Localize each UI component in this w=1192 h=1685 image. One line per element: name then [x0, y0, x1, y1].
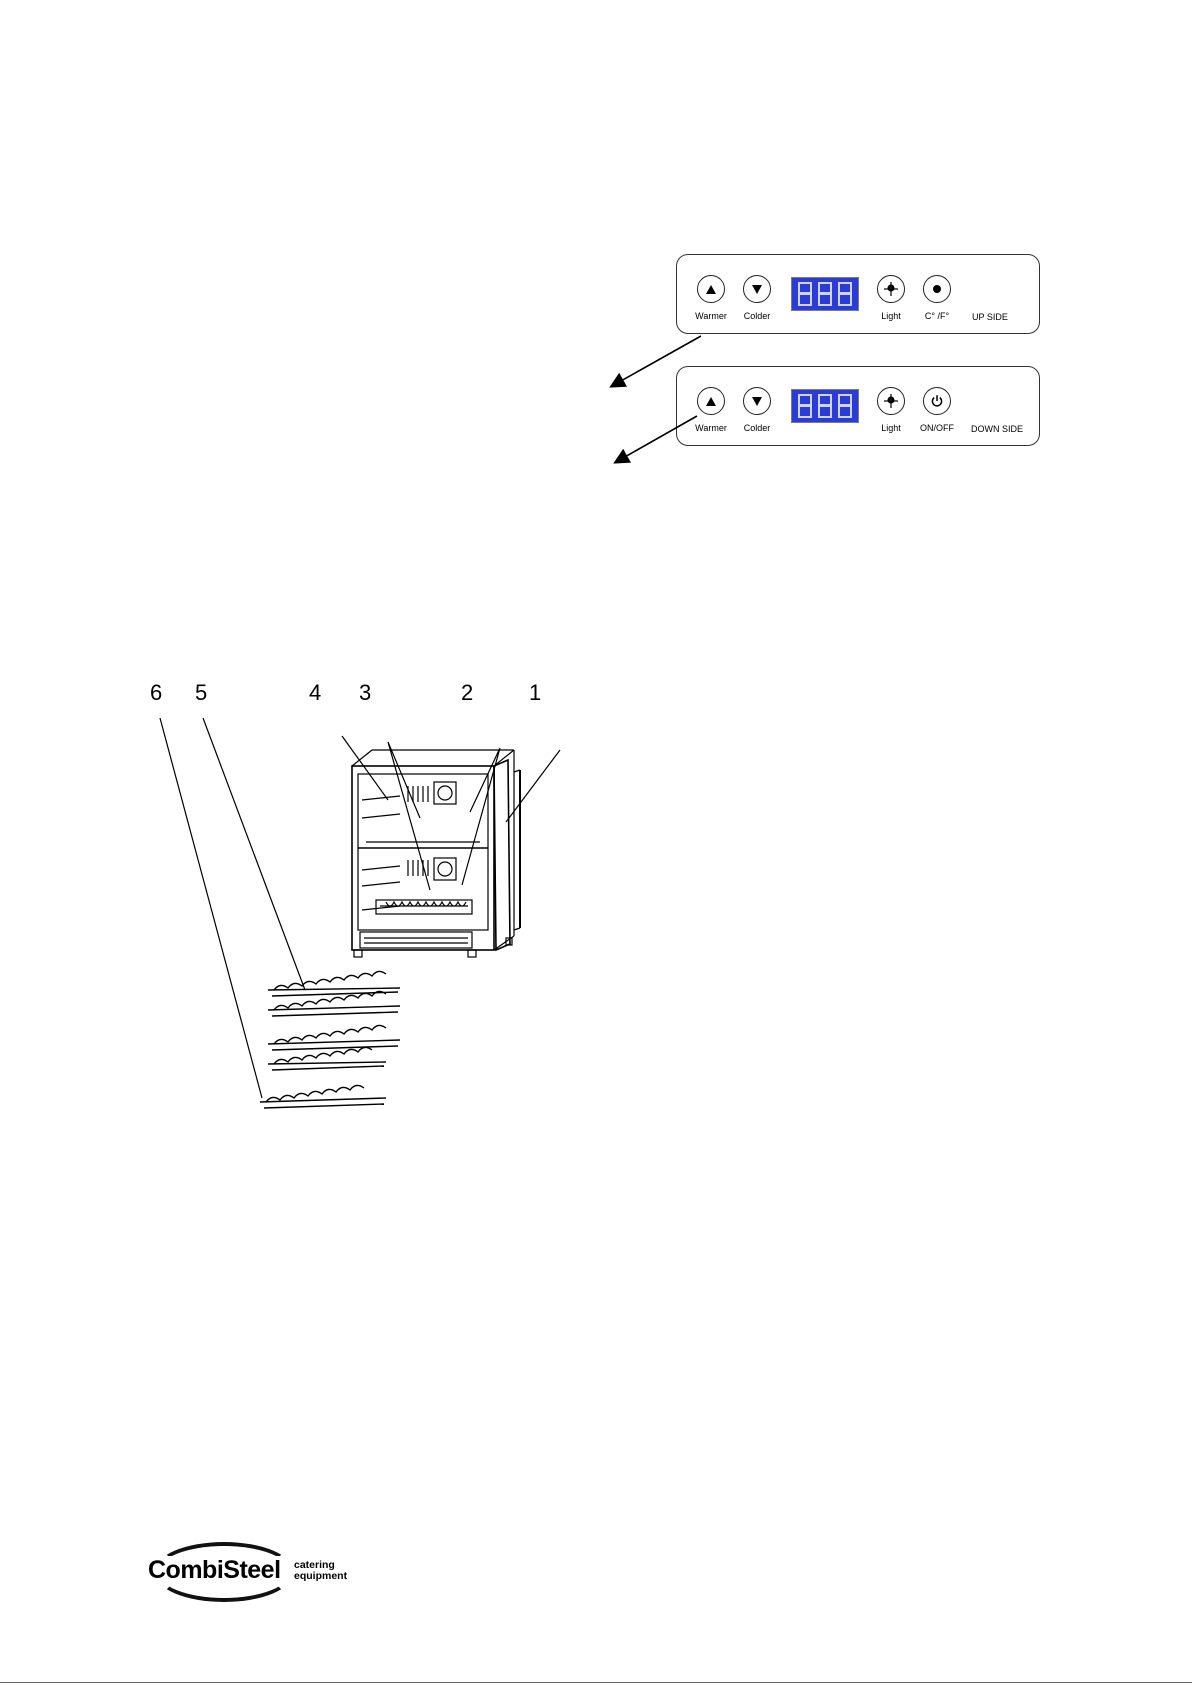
wine-rack — [268, 971, 400, 996]
page-bottom-rule — [0, 1682, 1192, 1683]
combisteel-logo: CombiSteel catering equipment — [146, 1540, 356, 1606]
glass-door — [494, 760, 520, 950]
wine-rack — [268, 1025, 400, 1050]
leader-line-3 — [388, 742, 430, 890]
arrow-down-panel — [616, 416, 697, 462]
arrow-up-panel — [612, 336, 701, 386]
logo-name: CombiSteel — [146, 1556, 283, 1585]
leader-line-4 — [342, 736, 388, 800]
wine-cooler-illustration — [0, 700, 600, 1130]
logo-tagline: catering equipment — [294, 1560, 347, 1582]
leader-line-6 — [160, 718, 262, 1098]
logo-tagline-line-2: equipment — [294, 1571, 347, 1582]
cabinet — [352, 750, 514, 957]
wine-rack — [260, 1085, 386, 1108]
leader-line-5 — [203, 718, 305, 990]
panel-arrows — [0, 0, 1192, 700]
wine-racks — [260, 971, 400, 1108]
wine-rack — [268, 1047, 386, 1070]
